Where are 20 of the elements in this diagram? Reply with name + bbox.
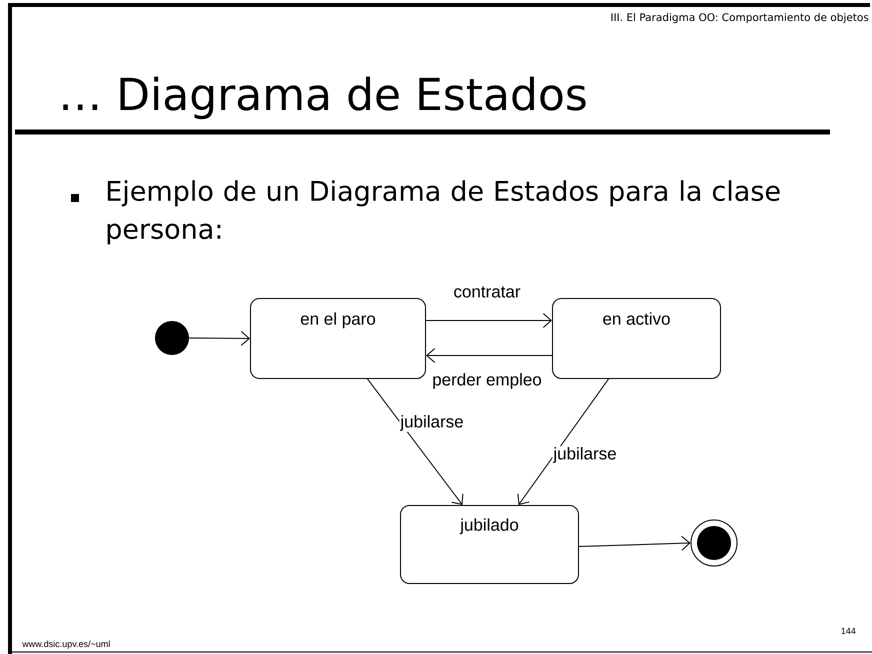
- edge-label: jubilarse: [552, 446, 618, 464]
- bullet-text: Ejemplo de un Diagrama de Estados para la clase persona:: [108, 180, 780, 244]
- slide-title: … Diagrama de Estados: [63, 76, 586, 120]
- state-box: en el paro: [250, 298, 426, 379]
- transition-arrow: [367, 378, 464, 505]
- initial-state: [155, 321, 189, 355]
- state-box: jubilado: [400, 505, 579, 584]
- edge-label: jubilarse: [399, 414, 465, 432]
- page-number: 144: [841, 628, 856, 634]
- state-box: en activo: [552, 298, 721, 379]
- footer-url: www.dsic.upv.es/~uml: [22, 640, 110, 649]
- transition-arrow: [426, 313, 552, 328]
- transition-arrow: [188, 330, 250, 346]
- final-state: [690, 520, 738, 566]
- header-text: III. El Paradigma OO: Comportamiento de objetos: [611, 13, 868, 24]
- transition-arrow: [426, 348, 552, 363]
- edge-label: perder empleo: [431, 372, 543, 390]
- edge-label: contratar: [452, 285, 522, 299]
- transition-arrow: [578, 536, 690, 551]
- transition-arrow: [517, 378, 609, 505]
